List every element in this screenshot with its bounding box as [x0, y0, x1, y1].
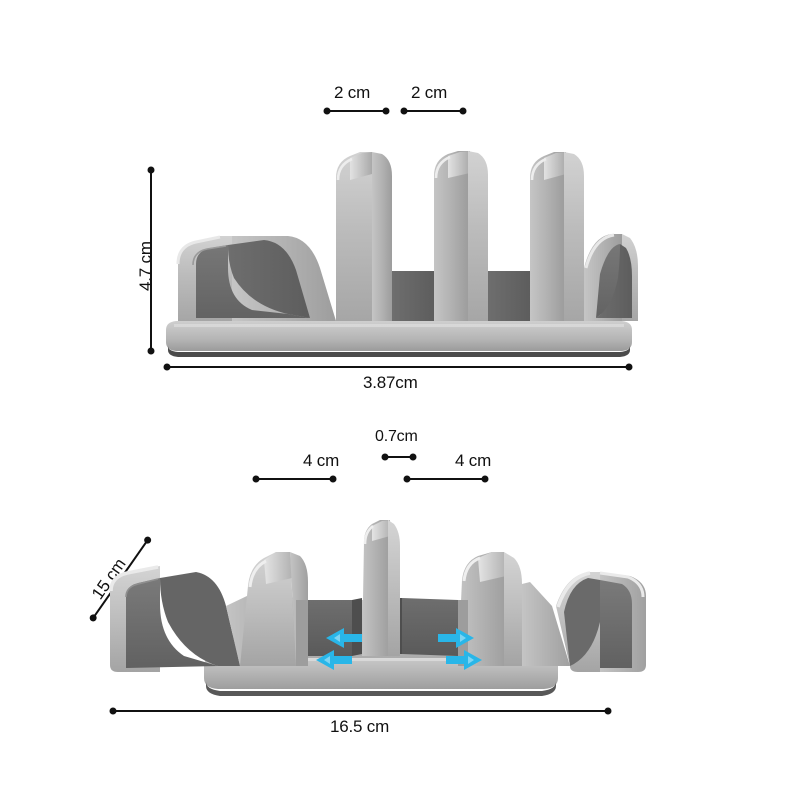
dimension-line-center-fin — [386, 456, 412, 458]
dimension-label-bay-left: 4 cm — [303, 451, 340, 470]
arrow-left-lower-icon — [316, 650, 352, 670]
dimension-label-slot-left: 2 cm — [334, 83, 371, 102]
dimension-line-slot-right — [405, 110, 462, 112]
dimension-line-bay-left — [257, 478, 332, 480]
dimension-label-height: 4.7 cm — [136, 241, 155, 291]
dimension-line-bay-right — [408, 478, 484, 480]
product-perspective-illustration — [109, 520, 646, 696]
dimension-label-width: 16.5 cm — [330, 717, 390, 736]
arrow-left-upper-icon — [326, 628, 362, 648]
dimension-line-height — [150, 171, 152, 350]
dimension-label-slot-right: 2 cm — [411, 83, 448, 102]
dimension-line-depth — [168, 366, 628, 368]
arrow-right-lower-icon — [446, 650, 482, 670]
dimension-label-center-fin: 0.7cm — [375, 428, 418, 445]
dimension-line-slot-left — [328, 110, 385, 112]
dimension-label-bay-right: 4 cm — [455, 451, 492, 470]
arrow-right-upper-icon — [438, 628, 474, 648]
dimension-line-width — [114, 710, 607, 712]
dimension-label-depth: 3.87cm — [363, 373, 418, 392]
product-front-view-illustration — [166, 151, 638, 357]
